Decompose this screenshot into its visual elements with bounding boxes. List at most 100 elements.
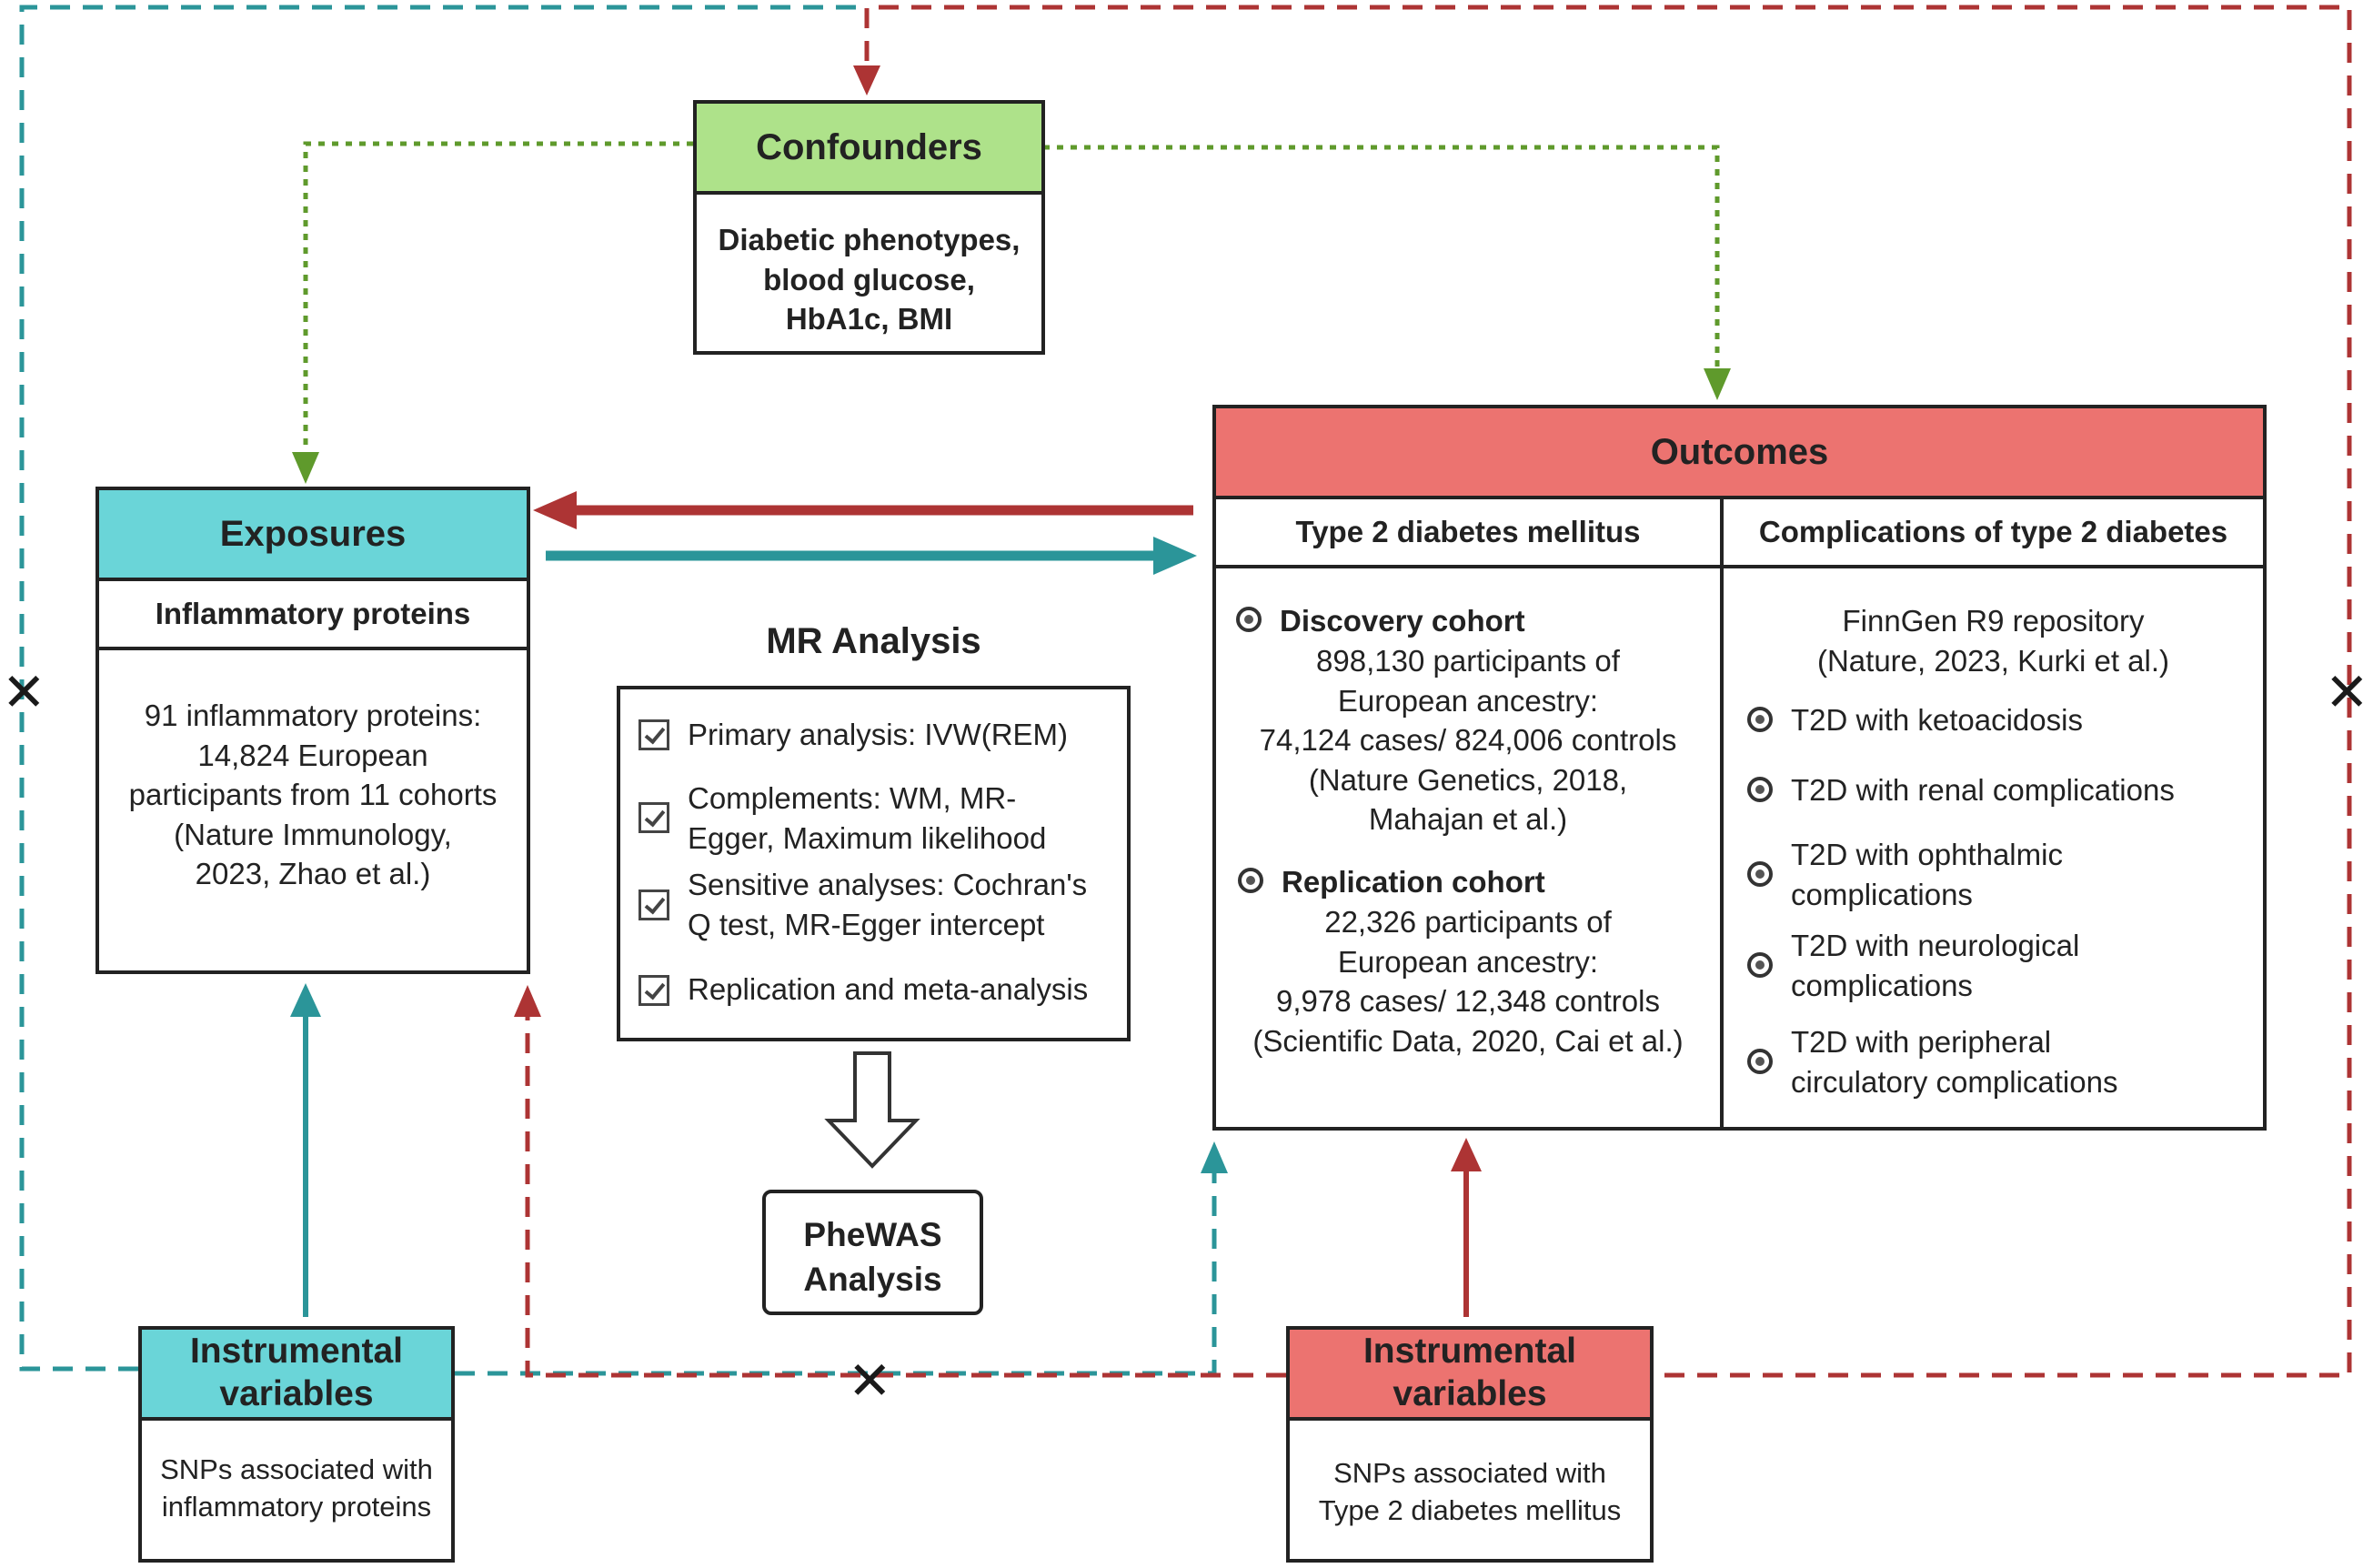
x-mark-right: ✕ bbox=[2325, 663, 2369, 722]
discovery-line-1: 898,130 participants of bbox=[1316, 644, 1620, 678]
red-arrowhead-confounders bbox=[853, 65, 880, 95]
mr-item-sensitive-line-1: Sensitive analyses: Cochran's bbox=[688, 868, 1088, 901]
complication-item: T2D with ophthalmic complications bbox=[1791, 835, 2063, 914]
confounders-title: Confounders bbox=[693, 100, 1045, 195]
hollow-arrow-mr-to-phewas bbox=[824, 1051, 920, 1169]
iv-right-body-line-2: Type 2 diabetes mellitus bbox=[1318, 1493, 1622, 1526]
replication-line-4: (Scientific Data, 2020, Cai et al.) bbox=[1252, 1023, 1684, 1058]
red-dashed-iv-to-exposures bbox=[525, 1011, 1286, 1378]
red-arrowhead-exposures bbox=[533, 491, 577, 529]
replication-cohort-body: 22,326 participants of European ancestry… bbox=[1216, 902, 1720, 1060]
iv-left-title-line-2: variables bbox=[219, 1374, 374, 1413]
mr-item-primary: Primary analysis: IVW(REM) bbox=[688, 715, 1068, 755]
exposures-subtitle: Inflammatory proteins bbox=[96, 578, 530, 650]
iv-right-body-line-1: SNPs associated with bbox=[1333, 1457, 1606, 1489]
confounders-line-1: Diabetic phenotypes, bbox=[718, 223, 1021, 256]
red-arrowhead-iv-outcomes bbox=[1451, 1138, 1482, 1171]
complications-body-box: FinnGen R9 repository (Nature, 2023, Kur… bbox=[1720, 565, 2267, 1131]
teal-arrowhead-dashed-outcomes bbox=[1201, 1141, 1228, 1173]
x-mark-left: ✕ bbox=[2, 663, 46, 722]
green-dotted-to-exposures bbox=[303, 141, 693, 459]
replication-line-1: 22,326 participants of bbox=[1324, 905, 1612, 939]
teal-arrowhead-outcomes bbox=[1153, 537, 1197, 575]
phewas-box: PheWAS Analysis bbox=[762, 1190, 983, 1315]
iv-left-title-line-1: Instrumental bbox=[189, 1332, 404, 1372]
mr-item-sensitive-line-2: Q test, MR-Egger intercept bbox=[688, 907, 1045, 941]
iv-right-title: Instrumental variables bbox=[1286, 1326, 1654, 1421]
confounders-line-3: HbA1c, BMI bbox=[785, 302, 953, 337]
complication-item: T2D with renal complications bbox=[1791, 770, 2175, 810]
mr-item-complements: Complements: WM, MR- Egger, Maximum like… bbox=[688, 779, 1046, 858]
t2d-title: Type 2 diabetes mellitus bbox=[1212, 496, 1724, 568]
exposures-line-5: 2023, Zhao et al.) bbox=[195, 857, 431, 891]
iv-right-title-line-1: Instrumental bbox=[1362, 1332, 1577, 1372]
radio-bullet-icon bbox=[1747, 861, 1773, 887]
confounders-line-2: blood glucose, bbox=[763, 262, 975, 297]
complication-item: T2D with neurological complications bbox=[1791, 926, 2079, 1005]
discovery-line-5: Mahajan et al.) bbox=[1368, 802, 1568, 837]
confounders-body: Diabetic phenotypes, blood glucose, HbA1… bbox=[697, 220, 1041, 339]
replication-line-3: 9,978 cases/ 12,348 controls bbox=[1276, 984, 1660, 1019]
exposures-line-3: participants from 11 cohorts bbox=[128, 778, 498, 812]
radio-bullet-icon bbox=[1236, 607, 1262, 632]
complication-item-5-line-1: T2D with peripheral bbox=[1791, 1025, 2052, 1059]
replication-line-2: European ancestry: bbox=[1337, 944, 1599, 979]
red-arrowhead-dashed-exposures bbox=[514, 985, 541, 1017]
replication-cohort-label: Replication cohort bbox=[1282, 865, 1545, 899]
green-arrowhead-exposures bbox=[292, 452, 319, 484]
complication-item-3-line-2: complications bbox=[1791, 877, 1973, 911]
phewas-line-2: Analysis bbox=[803, 1260, 942, 1298]
phewas-label: PheWAS Analysis bbox=[766, 1213, 980, 1302]
discovery-cohort-label: Discovery cohort bbox=[1280, 604, 1525, 638]
teal-dashed-outer-loop bbox=[19, 5, 867, 1372]
checkbox-icon bbox=[638, 890, 669, 920]
radio-bullet-icon bbox=[1747, 952, 1773, 978]
exposures-title: Exposures bbox=[96, 487, 530, 581]
iv-right-title-line-2: variables bbox=[1393, 1374, 1547, 1413]
discovery-cohort-body: 898,130 participants of European ancestr… bbox=[1216, 641, 1720, 839]
mr-item-complements-line-1: Complements: WM, MR- bbox=[688, 781, 1017, 815]
t2d-body-box: Discovery cohort 898,130 participants of… bbox=[1212, 565, 1724, 1131]
mr-analysis-box: MR Analysis Primary analysis: IVW(REM) C… bbox=[617, 597, 1131, 1041]
complications-source-line-1: FinnGen R9 repository bbox=[1842, 604, 2145, 638]
complication-item-2-line-1: T2D with renal complications bbox=[1791, 773, 2175, 807]
mr-item-primary-line-1: Primary analysis: IVW(REM) bbox=[688, 718, 1069, 751]
complications-title: Complications of type 2 diabetes bbox=[1720, 496, 2267, 568]
exposures-line-2: 14,824 European bbox=[197, 738, 428, 772]
checkbox-icon bbox=[638, 719, 669, 750]
green-arrowhead-outcomes bbox=[1704, 368, 1731, 400]
iv-left-body: SNPs associated with inflammatory protei… bbox=[142, 1452, 451, 1526]
complication-item: T2D with ketoacidosis bbox=[1791, 700, 2083, 740]
complication-item: T2D with peripheral circulatory complica… bbox=[1791, 1022, 2117, 1101]
iv-left-body-line-2: inflammatory proteins bbox=[161, 1490, 432, 1523]
iv-left-body-box: SNPs associated with inflammatory protei… bbox=[138, 1417, 455, 1563]
discovery-line-4: (Nature Genetics, 2018, bbox=[1308, 762, 1628, 797]
x-mark-bottom: ✕ bbox=[848, 1352, 892, 1411]
confounders-body-box: Diabetic phenotypes, blood glucose, HbA1… bbox=[693, 191, 1045, 355]
exposures-body: 91 inflammatory proteins: 14,824 Europea… bbox=[99, 696, 527, 894]
iv-left-body-line-1: SNPs associated with bbox=[160, 1453, 433, 1485]
mr-analysis-title: MR Analysis bbox=[617, 597, 1131, 689]
iv-right-body: SNPs associated with Type 2 diabetes mel… bbox=[1290, 1455, 1650, 1530]
complication-item-4-line-2: complications bbox=[1791, 968, 1973, 1002]
mr-item-sensitive: Sensitive analyses: Cochran's Q test, MR… bbox=[688, 865, 1087, 944]
outcomes-title: Outcomes bbox=[1212, 405, 2267, 499]
phewas-line-1: PheWAS bbox=[803, 1216, 942, 1253]
complication-item-5-line-2: circulatory complications bbox=[1791, 1064, 2118, 1099]
complication-item-4-line-1: T2D with neurological bbox=[1791, 929, 2080, 962]
checkbox-icon bbox=[638, 975, 669, 1006]
discovery-line-3: 74,124 cases/ 824,006 controls bbox=[1259, 723, 1677, 758]
iv-left-title: Instrumental variables bbox=[138, 1326, 455, 1421]
complications-source: FinnGen R9 repository (Nature, 2023, Kur… bbox=[1724, 601, 2263, 680]
iv-right-body-box: SNPs associated with Type 2 diabetes mel… bbox=[1286, 1417, 1654, 1563]
mr-item-replication-line-1: Replication and meta-analysis bbox=[688, 972, 1089, 1006]
exposures-line-4: (Nature Immunology, bbox=[174, 817, 452, 851]
exposures-line-1: 91 inflammatory proteins: bbox=[144, 699, 482, 732]
radio-bullet-icon bbox=[1238, 868, 1263, 893]
teal-arrowhead-iv-exposures bbox=[290, 983, 321, 1017]
radio-bullet-icon bbox=[1747, 707, 1773, 732]
mr-item-replication: Replication and meta-analysis bbox=[688, 970, 1088, 1010]
radio-bullet-icon bbox=[1747, 777, 1773, 802]
